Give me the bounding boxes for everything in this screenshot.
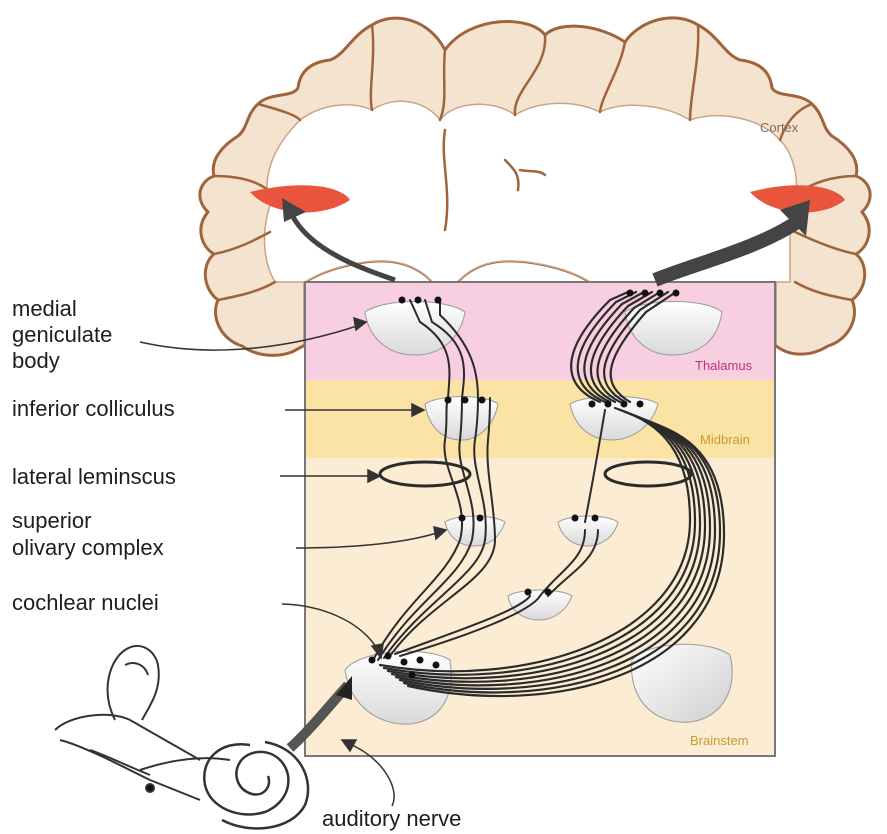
medial-geniculate-label-line1: medial: [12, 296, 77, 321]
lateral-lemniscus-label: lateral leminscus: [12, 464, 176, 489]
pinna: [108, 646, 159, 720]
superior-olivary-label-line1: superior: [12, 508, 91, 533]
oval-window: [146, 784, 154, 792]
auditory-nerve-label: auditory nerve: [322, 806, 461, 831]
medial-geniculate-label-line3: body: [12, 348, 60, 373]
brainstem-label: Brainstem: [690, 733, 749, 748]
inferior-colliculus-label: inferior colliculus: [12, 396, 175, 421]
cochlea: [204, 742, 308, 828]
midbrain-label: Midbrain: [700, 432, 750, 447]
ear-canal: [55, 715, 200, 760]
thalamus-label: Thalamus: [695, 358, 753, 373]
cortex-label: Cortex: [760, 120, 799, 135]
superior-olivary-label-line2: olivary complex: [12, 535, 164, 560]
medial-geniculate-label-line2: geniculate: [12, 322, 112, 347]
cochlear-nuclei-label: cochlear nuclei: [12, 590, 159, 615]
